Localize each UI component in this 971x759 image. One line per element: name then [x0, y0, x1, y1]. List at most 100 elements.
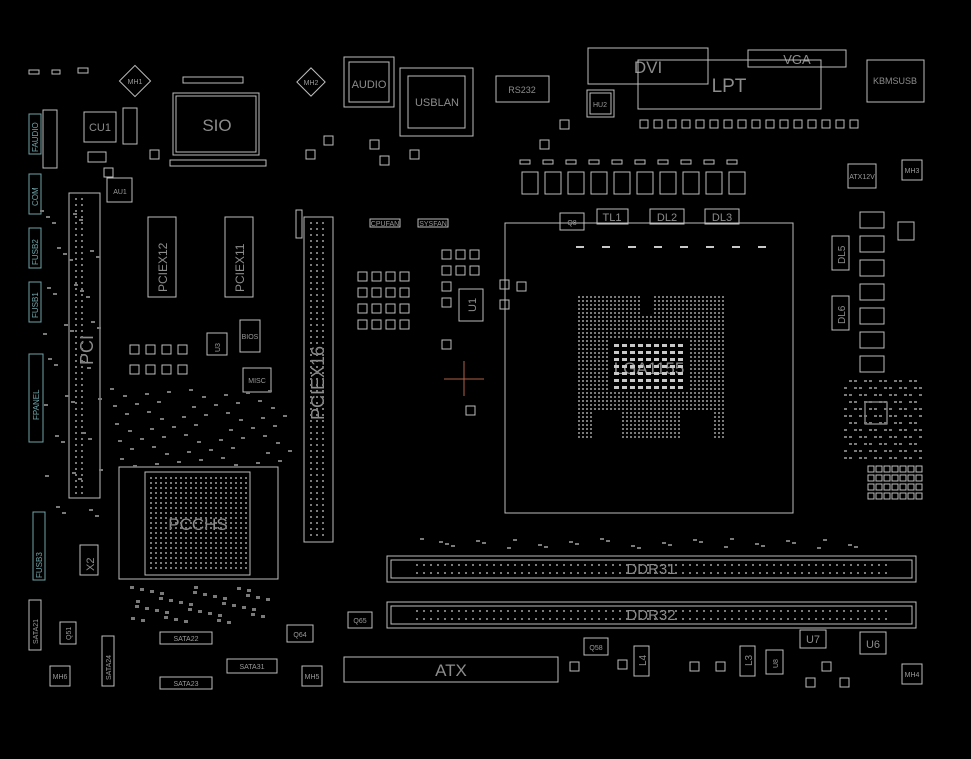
ddr-pin — [815, 618, 817, 620]
cpu-pin — [634, 424, 636, 426]
cpu-pin — [678, 416, 680, 418]
cpu-pin — [602, 320, 604, 322]
pci-pin — [81, 276, 83, 278]
cpu-pin — [706, 312, 708, 314]
pch-ball — [235, 492, 237, 494]
cpu-pin — [582, 416, 584, 418]
pciex16-pin — [316, 384, 318, 386]
cpu-pin — [650, 420, 652, 422]
cpu-pin — [638, 408, 640, 410]
cpu-pin — [586, 436, 588, 438]
smd-part — [141, 619, 145, 622]
pciex16-pin — [316, 246, 318, 248]
smd-part — [631, 545, 635, 547]
pci-pin — [75, 390, 77, 392]
cpu-pin — [622, 312, 624, 314]
pciex16-pin — [316, 438, 318, 440]
right-smd — [899, 387, 902, 389]
cpu-pin — [606, 384, 608, 386]
ddr-pin — [563, 564, 565, 566]
pciex16-pin — [310, 534, 312, 536]
right-smd — [874, 415, 877, 417]
cpu-pin — [698, 300, 700, 302]
tl1-label: TL1 — [603, 212, 622, 224]
cpu-pin — [702, 328, 704, 330]
pciex16-pin — [316, 468, 318, 470]
cpu-pin — [606, 408, 608, 410]
passive-pad — [399, 287, 410, 298]
capacitor — [807, 119, 817, 129]
right-chip — [859, 331, 885, 349]
cpu-pin — [666, 320, 668, 322]
cpu-pin — [710, 312, 712, 314]
pciex16-pin — [322, 252, 324, 254]
right-side-components — [844, 211, 923, 500]
sata22-connector: SATA22 — [159, 631, 213, 645]
ddr-pin — [626, 618, 628, 620]
cpu-pin — [682, 408, 684, 410]
ddr-pin — [850, 610, 852, 612]
cpu-pin — [598, 340, 600, 342]
cpu-pin — [666, 400, 668, 402]
cpu-pin — [714, 356, 716, 358]
cpu-pin — [718, 364, 720, 366]
pch-ball — [230, 547, 232, 549]
q65-transistor: Q65 — [347, 611, 373, 629]
smd-part — [128, 430, 132, 432]
cpu-pin — [650, 316, 652, 318]
cpu-pin — [642, 396, 644, 398]
cpu-pin — [682, 320, 684, 322]
cpu-pin — [622, 304, 624, 306]
cpu-inner-pad — [622, 372, 627, 375]
cpu-pin — [590, 352, 592, 354]
pci-pin — [81, 288, 83, 290]
cpu-pin — [586, 396, 588, 398]
vrm-pad — [519, 159, 531, 165]
cpu-pin — [650, 428, 652, 430]
ddr-pin — [626, 564, 628, 566]
pch-ball — [210, 562, 212, 564]
ddr31-slot: DDR31 — [386, 555, 917, 583]
pci-pin — [75, 264, 77, 266]
ddr-pin — [654, 572, 656, 574]
ddr-pin — [633, 572, 635, 574]
pciex16-pin — [316, 516, 318, 518]
ddr-pin — [738, 564, 740, 566]
passive-pad — [465, 405, 476, 416]
cpu-pin — [594, 392, 596, 394]
cpu-pin — [638, 424, 640, 426]
pci-pin — [81, 426, 83, 428]
cpu-pin — [610, 316, 612, 318]
smd-part — [174, 618, 178, 621]
cpu-pin — [714, 380, 716, 382]
pch-ball — [240, 492, 242, 494]
right-smd — [859, 429, 862, 431]
cpu-pin — [590, 300, 592, 302]
ddr-pin — [612, 610, 614, 612]
sata22-label: SATA22 — [173, 636, 198, 643]
cpu-pin — [618, 392, 620, 394]
vga-connector: VGA — [747, 49, 847, 68]
pch-ball — [240, 522, 242, 524]
pch-ball — [185, 557, 187, 559]
cpu-pin — [710, 320, 712, 322]
pch-ball — [245, 527, 247, 529]
cpu-pin — [686, 336, 688, 338]
right-smd — [844, 457, 847, 459]
pch-ball — [230, 532, 232, 534]
smd-part — [786, 540, 790, 542]
pciex16-pin — [316, 342, 318, 344]
right-smd — [914, 443, 917, 445]
smd-part — [179, 601, 183, 604]
ddr-pin — [668, 564, 670, 566]
ddr-pin — [514, 572, 516, 574]
cpu-inner-pad — [638, 365, 643, 368]
pch-ball — [180, 487, 182, 489]
cpu-pin — [690, 368, 692, 370]
smd-part — [218, 614, 222, 617]
cpu-pin — [630, 400, 632, 402]
right-smd — [899, 408, 902, 410]
cpu-pin — [678, 308, 680, 310]
cpu-pin — [666, 312, 668, 314]
right-smd — [914, 422, 917, 424]
